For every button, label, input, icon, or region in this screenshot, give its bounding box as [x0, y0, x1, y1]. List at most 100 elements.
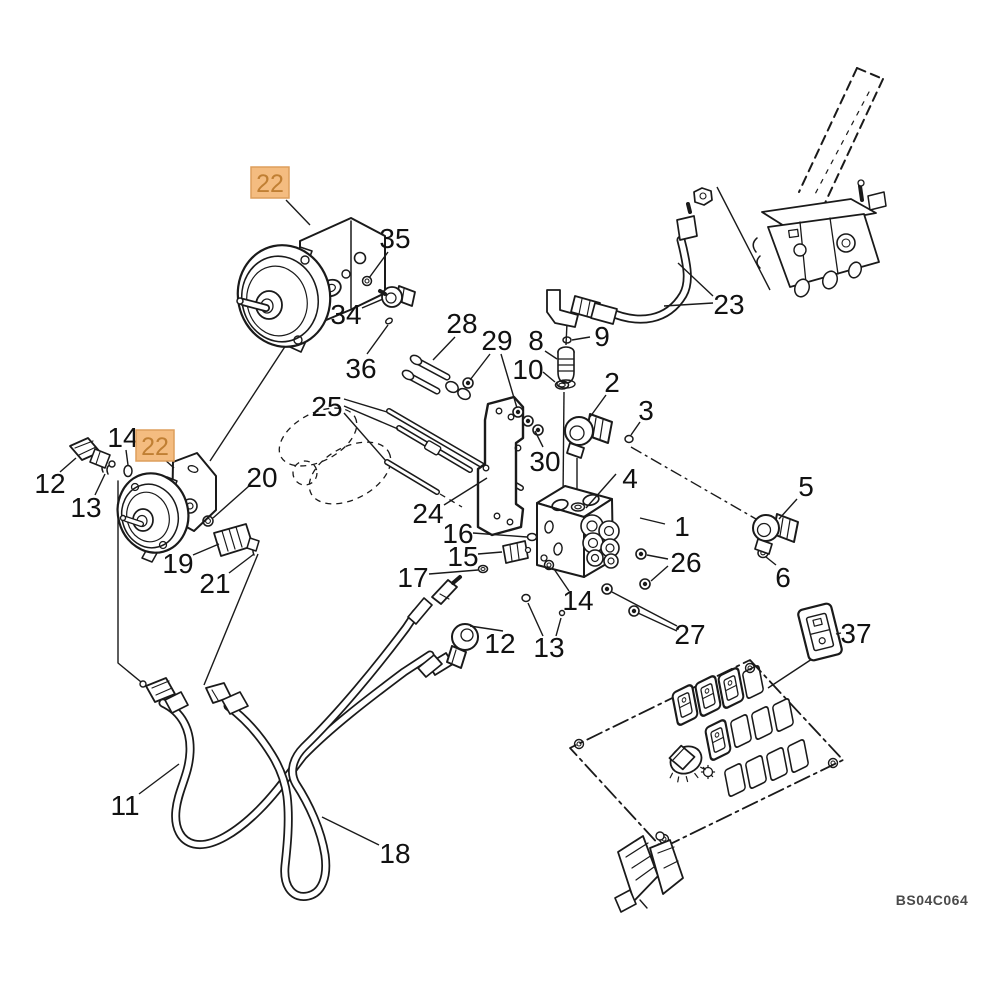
part-label-17: 17	[397, 562, 428, 593]
elbow-fitting-5	[752, 513, 799, 555]
hose-end-fittings	[139, 575, 462, 715]
part-label-14: 14	[107, 422, 138, 453]
panel-empty-slot	[766, 747, 788, 781]
washer	[445, 380, 459, 394]
ring-3	[624, 434, 634, 444]
hose18-hex-right	[431, 579, 458, 605]
leader-line-18	[321, 816, 380, 846]
part-label-35: 35	[379, 223, 410, 254]
plug-fitting-15	[502, 540, 532, 564]
leader-line-26	[646, 554, 669, 560]
flange-bolt-hole	[293, 335, 303, 345]
panel-empty-slot	[751, 706, 773, 740]
leader-line-27	[637, 612, 678, 632]
control-valve-assembly	[752, 67, 887, 298]
top-port	[582, 493, 600, 507]
hose18-ferrule-right	[407, 597, 433, 625]
o-ring-17	[477, 564, 489, 574]
part-label-10: 10	[512, 354, 543, 385]
part-label-15: 15	[447, 541, 478, 572]
part-label-29: 29	[481, 325, 512, 356]
hose-11	[158, 650, 435, 850]
leader-line-13	[555, 617, 562, 637]
ring-35	[361, 275, 373, 287]
leader-line-24	[443, 477, 488, 506]
panel-connectors	[614, 831, 684, 913]
hose18-ferrule	[221, 691, 249, 715]
leader-line-12	[59, 457, 77, 473]
hose-18	[223, 608, 421, 901]
part-label-5: 5	[798, 471, 814, 502]
leader-line-6	[765, 556, 777, 566]
part-label-14: 14	[562, 585, 593, 616]
leader-line-13	[527, 602, 544, 637]
leader-line-26	[650, 565, 669, 582]
leader-line-23	[663, 302, 714, 307]
hose11-ferrule	[164, 691, 189, 714]
leader-line-3	[630, 421, 641, 436]
elbow-fitting-34	[378, 285, 416, 308]
restrictor-fitting-19	[213, 523, 260, 557]
ferrule-23	[590, 302, 618, 325]
gear-pump-lower	[116, 452, 217, 563]
o-ring-20	[202, 515, 214, 527]
part-label-22: 22	[141, 433, 169, 461]
o-ring-9	[562, 336, 572, 344]
hose-23	[546, 187, 713, 328]
leader-line-36	[366, 324, 389, 355]
part-label-20: 20	[246, 462, 277, 493]
shaft-tip	[119, 514, 127, 522]
part-label-9: 9	[594, 321, 610, 352]
part-label-2: 2	[604, 367, 620, 398]
part-label-19: 19	[162, 548, 193, 579]
part-label-25: 25	[311, 391, 342, 422]
leader-line-14	[125, 449, 129, 466]
panel-rocker-switch	[671, 684, 699, 726]
ring-13	[521, 593, 531, 603]
fitting-14	[543, 559, 555, 571]
rotary-knob	[668, 744, 706, 783]
part-label-21: 21	[199, 568, 230, 599]
leader-line-20	[212, 485, 250, 519]
nut	[532, 424, 544, 436]
phantom-pump-outline	[278, 407, 358, 467]
part-label-18: 18	[379, 838, 410, 869]
part-label-28: 28	[446, 308, 477, 339]
panel-empty-slot	[742, 665, 764, 699]
panel-empty-slot	[787, 739, 809, 773]
rocker-switch-37	[797, 602, 843, 662]
leader-line-29	[500, 353, 518, 409]
washer	[457, 387, 471, 401]
part-label-16: 16	[442, 518, 473, 549]
part-label-34: 34	[330, 299, 361, 330]
rod-coupler	[423, 440, 442, 456]
part-label-8: 8	[528, 325, 544, 356]
panel-rocker-switch	[717, 667, 745, 709]
panel-rocker-switch	[704, 719, 732, 761]
plug-fitting-12	[69, 437, 116, 469]
part-label-12: 12	[484, 628, 515, 659]
highlight-box	[250, 166, 290, 199]
part-label-26: 26	[670, 547, 701, 578]
leader-line-25	[343, 412, 387, 462]
leader-line-30	[534, 430, 544, 448]
leader-line-12	[469, 625, 504, 632]
leader-line-25	[343, 405, 399, 430]
o-ring-16	[526, 532, 538, 542]
leader-line-4	[585, 473, 617, 509]
leader-line-11	[138, 763, 180, 795]
part-label-23: 23	[713, 289, 744, 320]
flange-bolt-hole	[300, 255, 310, 265]
solenoid-coils	[580, 514, 620, 569]
routing-lines	[117, 186, 813, 692]
nut	[635, 548, 647, 560]
leader-line-17	[428, 569, 479, 575]
bolt-head	[409, 354, 423, 366]
figure-code: BS04C064	[896, 892, 969, 908]
o-ring-4	[570, 502, 586, 512]
leader-line-9	[571, 336, 591, 341]
gear-pump-upper	[236, 217, 386, 353]
